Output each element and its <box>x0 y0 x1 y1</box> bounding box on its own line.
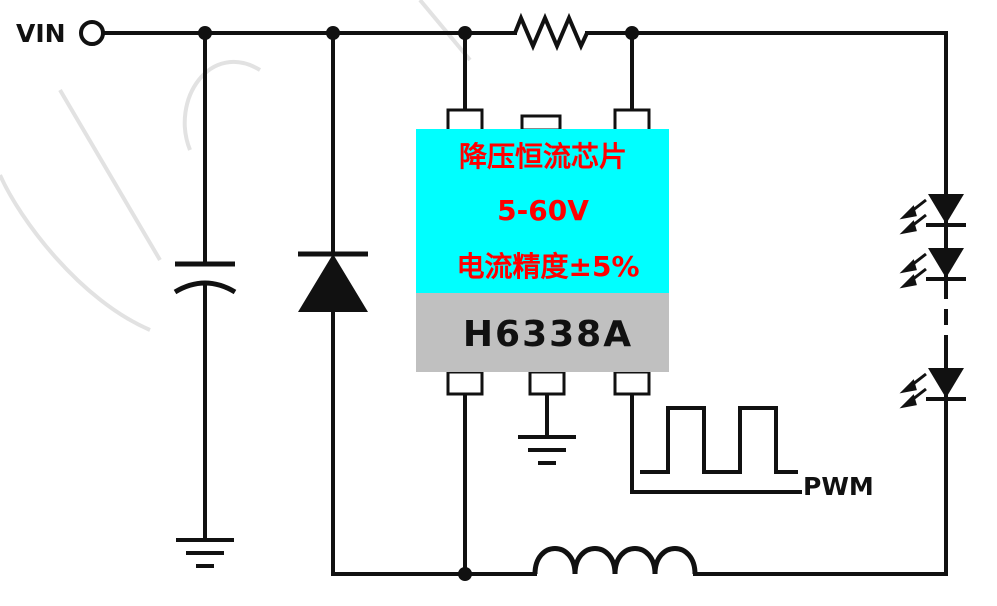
chip-line-2: 5-60V <box>497 194 589 227</box>
vin-terminal: VIN <box>16 19 105 48</box>
chip-ground-icon <box>518 435 576 465</box>
resistor-icon <box>500 12 600 52</box>
led-icon <box>899 228 966 289</box>
chip-line-3: 电流精度±5% <box>457 250 640 283</box>
ground-icon <box>176 538 234 568</box>
chip-part-number: H6338A <box>463 314 633 355</box>
junction-dots <box>198 26 639 581</box>
pwm-waveform: PWM <box>640 406 874 501</box>
chip-bottom-panel <box>416 293 669 372</box>
led-icon <box>899 350 966 409</box>
led-icon <box>899 190 966 235</box>
chip-top-panel <box>416 129 669 293</box>
vin-label: VIN <box>16 19 66 48</box>
input-terminal-icon <box>79 20 105 46</box>
chip: 降压恒流芯片 5-60V 电流精度±5% H6338A <box>416 108 669 396</box>
watermark <box>0 0 472 332</box>
pwm-label: PWM <box>803 472 874 501</box>
capacitor-icon <box>173 261 237 295</box>
wires <box>101 31 948 576</box>
chip-line-1: 降压恒流芯片 <box>459 140 627 173</box>
chip-pins <box>446 108 651 396</box>
inductor-icon <box>532 546 698 575</box>
diode-icon <box>298 251 368 312</box>
